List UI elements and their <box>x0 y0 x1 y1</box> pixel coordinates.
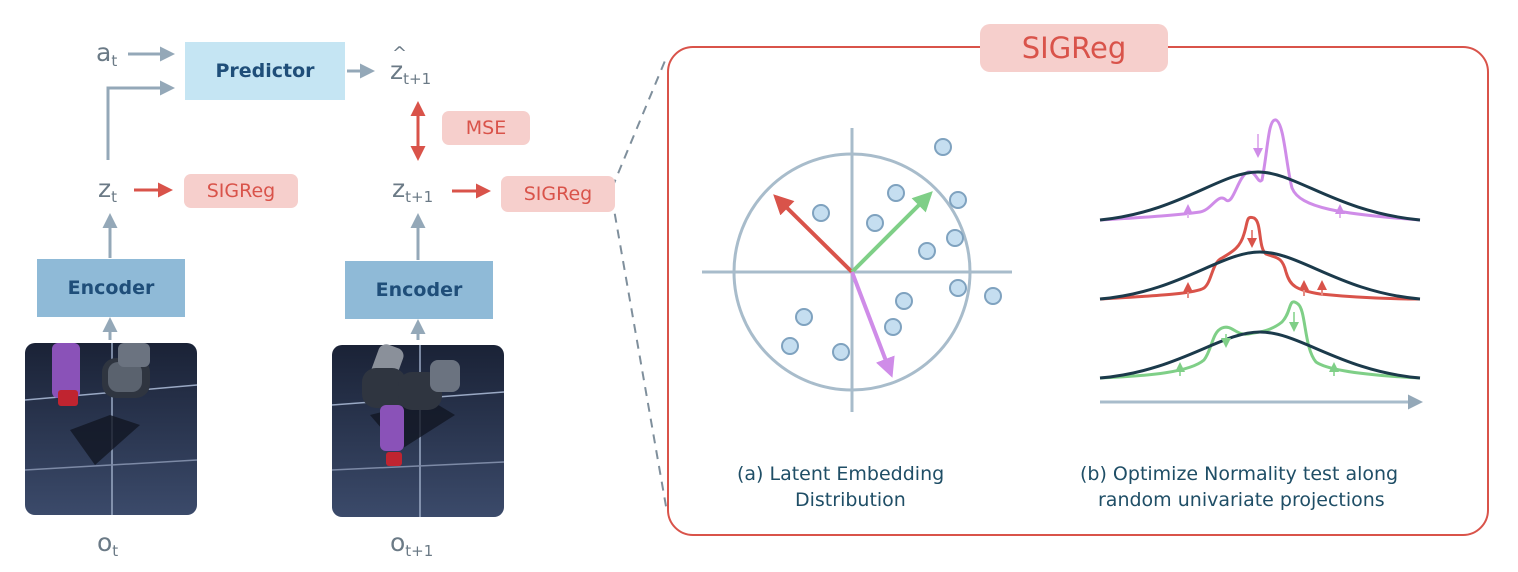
sigreg-tag-t: SIGReg <box>184 174 298 208</box>
caption-a-line1: (a) Latent Embedding <box>737 463 945 485</box>
sigreg-tag-t1: SIGReg <box>501 176 615 212</box>
projection-red <box>773 194 854 274</box>
caption-b-line2: random univariate projections <box>1098 489 1385 511</box>
gray-arrows <box>102 46 426 340</box>
normality-curves <box>1099 118 1423 410</box>
green-projection-curve <box>1099 300 1421 380</box>
latent-embedding-plot <box>702 128 1012 412</box>
action-symbol: at <box>96 38 118 70</box>
green-gaussian <box>1099 330 1421 380</box>
embedding-points <box>781 138 1002 361</box>
red-arrows <box>134 101 491 199</box>
z-hat-t1-symbol: zt+1 <box>390 45 431 87</box>
z-to-predictor-arrow <box>106 80 175 160</box>
projection-purple <box>850 271 895 378</box>
red-gaussian <box>1099 250 1421 301</box>
encoder-block-t1: Encoder <box>345 261 493 319</box>
update-arrows <box>1175 134 1345 376</box>
red-projection-curve <box>1099 215 1421 301</box>
sigreg-panel-title: SIGReg <box>980 24 1168 72</box>
purple-gaussian <box>1099 170 1421 222</box>
z-t1-symbol: zt+1 <box>392 174 434 206</box>
caption-b-line1: (b) Optimize Normality test along <box>1080 463 1399 485</box>
caption-a-line2: Distribution <box>795 489 906 511</box>
mse-loss-tag: MSE <box>442 111 530 145</box>
o-t1-symbol: ot+1 <box>390 528 434 560</box>
predictor-block: Predictor <box>185 42 345 100</box>
observation-image-t1 <box>331 344 505 517</box>
z-t-symbol: zt <box>98 174 118 206</box>
o-t-symbol: ot <box>97 528 119 560</box>
purple-projection-curve <box>1099 118 1421 222</box>
encoder-block-t: Encoder <box>37 259 185 317</box>
zoom-lines <box>611 55 668 513</box>
observation-image-t <box>24 343 198 515</box>
projection-green <box>850 191 933 274</box>
